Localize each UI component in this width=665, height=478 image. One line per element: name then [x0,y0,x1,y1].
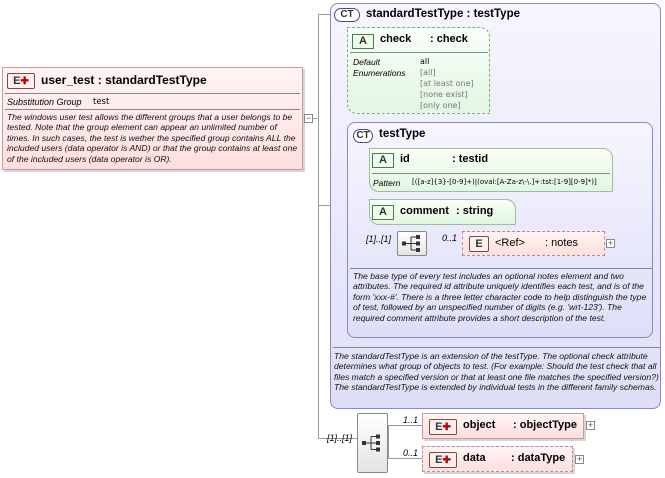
test-type-title: testType [379,128,426,140]
connector [388,425,389,458]
object-element-type: : objectType [513,419,577,431]
divider [372,173,610,174]
pattern-label: Pattern [373,178,401,188]
standard-test-type-documentation: The standardTestType is an extension of … [334,351,659,393]
sequence-icon [362,434,380,452]
id-attribute-name: id [400,153,410,165]
attribute-badge: A [352,34,374,49]
comment-attribute[interactable]: A comment : string [369,199,516,225]
element-badge: E✚ [429,452,457,468]
notes-cardinality: 0..1 [442,233,458,243]
enum-value: [at least one] [420,79,474,88]
expand-toggle[interactable]: + [606,238,615,248]
object-element[interactable]: E✚ object : objectType [422,413,584,439]
check-attribute-type: : check [430,33,468,45]
notes-ref-name: <Ref> [495,237,525,249]
connector [318,14,330,15]
enum-value: [only one] [420,101,461,110]
user-test-documentation: The windows user test allows the differe… [7,112,298,164]
divider [350,268,652,269]
check-attribute-name: check [380,33,412,45]
attribute-badge: A [372,153,394,168]
divider [333,347,660,348]
connector [318,438,358,439]
data-element-name: data [463,452,486,464]
sequence-compositor[interactable] [357,413,388,473]
object-element-name: object [463,419,496,431]
expand-plus-icon: ✚ [442,422,451,433]
expand-toggle[interactable]: + [575,454,584,464]
expand-plus-icon: ✚ [442,455,451,466]
id-attribute[interactable]: A id : testid Pattern [([a-z]{3}-[0-9]+)… [369,148,613,192]
expand-plus-icon: ✚ [20,76,29,87]
element-badge: E✚ [429,419,457,435]
standard-test-type-box[interactable]: CT standardTestType : testType The stand… [330,3,661,409]
complex-type-badge: CT [334,8,360,22]
substitution-group-value: test [93,97,110,107]
element-badge: E✚ [7,73,35,89]
collapse-toggle[interactable]: − [304,113,313,123]
attribute-badge: A [372,205,394,220]
complex-type-badge: CT [353,129,373,143]
enum-value: [none exist] [420,90,468,99]
comment-attribute-name: comment [400,205,449,217]
connector [318,205,330,206]
substitution-group-label: Substitution Group [7,97,82,107]
sequence-cardinality: [1]..[1] [327,433,353,443]
notes-ref-type: : notes [545,237,579,249]
element-badge: E [469,236,489,252]
element-title: user_test : standardTestType [41,73,207,87]
id-attribute-type: : testid [452,153,489,165]
test-type-documentation: The base type of every test includes an … [353,271,647,323]
default-label: Default [353,57,380,67]
notes-ref-element[interactable]: E <Ref> : notes [462,231,605,256]
connector [388,425,422,426]
standard-test-type-title: standardTestType : testType [366,8,521,20]
comment-attribute-type: : string [456,205,494,217]
data-element[interactable]: E✚ data : dataType [422,446,573,472]
enumerations-label: Enumerations [353,68,406,78]
divider [350,52,488,53]
check-attribute[interactable]: A check : check Default Enumerations all… [347,27,490,114]
divider [5,93,300,94]
connector [388,458,422,459]
expand-toggle[interactable]: + [586,420,595,430]
divider [5,109,300,110]
connector [318,14,319,438]
sequence-cardinality: [1]..[1] [366,234,392,244]
enum-value: [all] [420,68,436,77]
object-cardinality: 1..1 [403,415,419,425]
sequence-compositor[interactable] [397,231,427,256]
user-test-element[interactable]: E✚ user_test : standardTestType Substitu… [2,67,303,170]
pattern-value: [([a-z]{3}-[0-9]+)|(oval:[A-Za-z\-\.]+:t… [412,178,597,186]
sequence-icon [402,235,420,252]
data-element-type: : dataType [511,452,566,464]
data-cardinality: 0..1 [403,448,419,458]
default-value: all [420,57,430,66]
